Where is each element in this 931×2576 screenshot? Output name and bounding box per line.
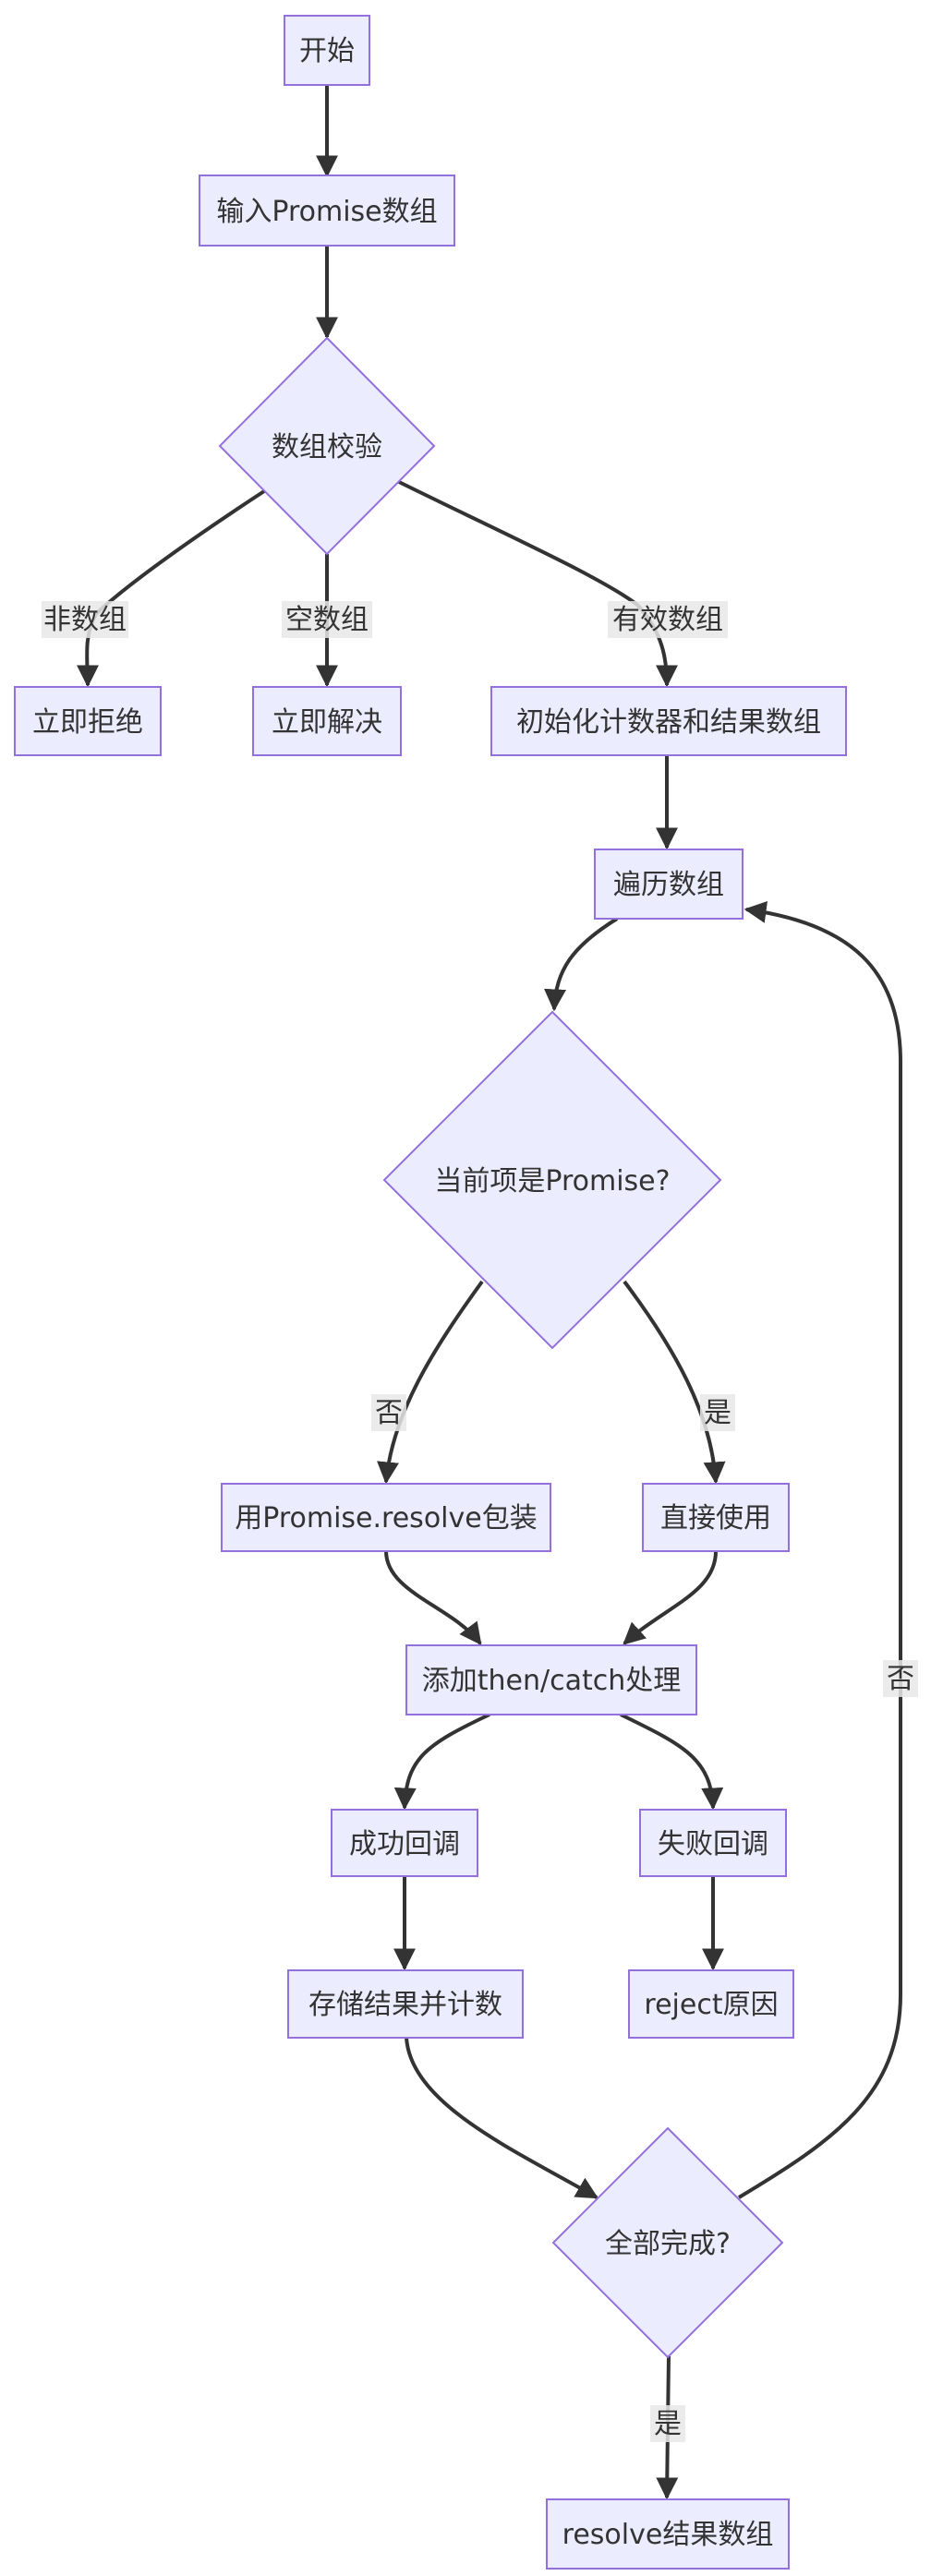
edge-label-no-promise: 否: [371, 1394, 406, 1431]
edge-direct-attach: [623, 1550, 718, 1645]
node-on-success-label: 成功回调: [349, 1828, 460, 1860]
node-use-direct-label: 直接使用: [660, 1502, 771, 1535]
edge-label-done-text: 是: [654, 2408, 682, 2440]
node-all-done-label: 全部完成?: [605, 2228, 731, 2260]
edge-label-not-array-text: 非数组: [43, 604, 127, 636]
node-iterate: 遍历数组: [594, 849, 744, 920]
edge-label-not-array: 非数组: [42, 601, 128, 638]
edge-attach-fail: [620, 1713, 724, 1811]
node-reject-reason: reject原因: [628, 1969, 794, 2039]
node-all-done: 全部完成?: [551, 2126, 784, 2359]
edge-label-empty-array-text: 空数组: [285, 604, 369, 636]
edge-label-yes-promise: 是: [700, 1394, 735, 1431]
edge-validate-reject: [76, 489, 266, 688]
node-validate: 数组校验: [218, 336, 436, 556]
edge-attach-success: [393, 1713, 490, 1811]
node-is-promise: 当前项是Promise?: [382, 1010, 722, 1350]
edge-alldone-iterate: [737, 900, 902, 2199]
node-on-fail: 失败回调: [639, 1809, 787, 1877]
edge-validate-init: [398, 480, 678, 688]
edge-label-not-done: 否: [883, 1660, 918, 1697]
edge-label-done: 是: [650, 2405, 685, 2442]
node-reject-reason-label: reject原因: [644, 1989, 778, 2021]
edge-label-not-done-text: 否: [887, 1663, 914, 1695]
node-on-fail-label: 失败回调: [658, 1828, 768, 1860]
edge-ispromise-wrap: [377, 1280, 484, 1485]
node-input: 输入Promise数组: [199, 175, 455, 247]
edge-label-valid-array: 有效数组: [608, 601, 728, 638]
node-wrap: 用Promise.resolve包装: [221, 1483, 551, 1552]
node-start: 开始: [284, 15, 370, 86]
edge-ispromise-direct: [623, 1280, 726, 1485]
node-resolve-now-label: 立即解决: [272, 706, 382, 739]
node-wrap-label: 用Promise.resolve包装: [235, 1502, 537, 1535]
node-resolve-now: 立即解决: [252, 686, 402, 756]
node-input-label: 输入Promise数组: [216, 196, 437, 228]
node-use-direct: 直接使用: [642, 1483, 790, 1552]
node-resolve-results: resolve结果数组: [546, 2498, 790, 2570]
node-validate-label: 数组校验: [272, 431, 382, 463]
edge-iterate-ispromise: [544, 917, 619, 1012]
edge-label-empty-array: 空数组: [282, 601, 372, 638]
node-is-promise-label: 当前项是Promise?: [434, 1165, 670, 1198]
edge-label-valid-array-text: 有效数组: [612, 604, 723, 636]
node-resolve-results-label: resolve结果数组: [562, 2519, 774, 2551]
node-store: 存储结果并计数: [287, 1969, 524, 2039]
node-iterate-label: 遍历数组: [613, 869, 724, 901]
node-attach: 添加then/catch处理: [405, 1644, 697, 1715]
node-reject-now: 立即拒绝: [14, 686, 162, 756]
node-init: 初始化计数器和结果数组: [490, 686, 847, 756]
node-start-label: 开始: [299, 35, 355, 67]
edge-label-yes-promise-text: 是: [704, 1397, 732, 1429]
node-on-success: 成功回调: [331, 1809, 478, 1877]
node-reject-now-label: 立即拒绝: [32, 706, 143, 739]
node-store-label: 存储结果并计数: [308, 1989, 502, 2021]
node-attach-label: 添加then/catch处理: [422, 1665, 682, 1697]
edge-store-alldone: [405, 2037, 599, 2199]
edge-label-no-promise-text: 否: [375, 1397, 403, 1429]
edge-wrap-attach: [384, 1550, 482, 1645]
node-init-label: 初始化计数器和结果数组: [516, 706, 821, 739]
